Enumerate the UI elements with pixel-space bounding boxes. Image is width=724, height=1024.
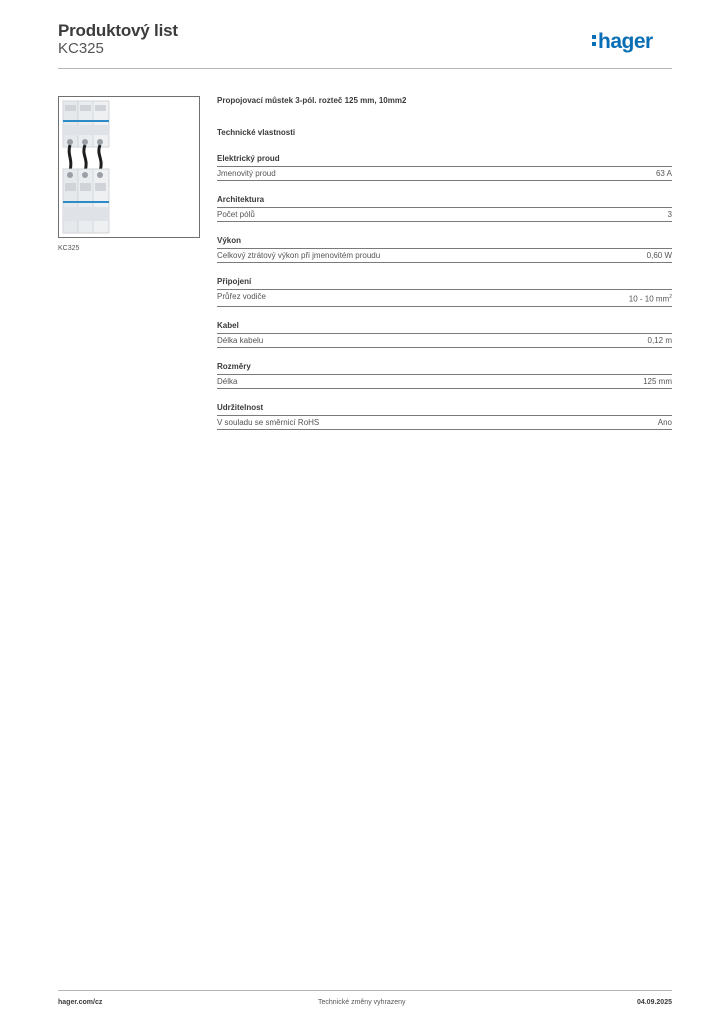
spec-row: Délka 125 mm xyxy=(217,375,672,389)
spec-label: Jmenovitý proud xyxy=(217,169,276,178)
spec-value: 63 A xyxy=(655,169,672,178)
footer-divider xyxy=(58,990,672,991)
spec-group: Kabel Délka kabelu 0,12 m xyxy=(217,321,672,348)
spec-label: Délka kabelu xyxy=(217,335,264,345)
product-code: KC325 xyxy=(58,40,104,57)
product-image xyxy=(58,96,200,238)
footer-notice: Technické změny vyhrazeny xyxy=(318,999,406,1006)
hager-logo: hager xyxy=(592,30,654,53)
spec-value: Ano xyxy=(657,417,672,427)
spec-group: Výkon Celkový ztrátový výkon při jmenovi… xyxy=(217,236,672,263)
spec-group: Architektura Počet pólů 3 xyxy=(217,195,672,222)
page-title: Produktový list xyxy=(58,21,178,40)
specifications: Propojovací můstek 3-pól. rozteč 125 mm,… xyxy=(217,96,672,430)
spec-group-title: Připojení xyxy=(217,277,672,290)
spec-value: 10 - 10 mm2 xyxy=(629,292,672,305)
image-caption: KC325 xyxy=(58,245,80,252)
spec-row: Počet pólů 3 xyxy=(217,208,672,222)
spec-group: Udržitelnost V souladu se směrnicí RoHS … xyxy=(217,403,672,430)
spec-value-text: 10 - 10 mm xyxy=(628,294,670,304)
circuit-breaker-busbar-photo xyxy=(62,100,110,234)
spec-group-title: Architektura xyxy=(217,195,672,208)
spec-label: Průřez vodiče xyxy=(217,292,266,301)
section-heading: Technické vlastnosti xyxy=(217,128,296,137)
product-description: Propojovací můstek 3-pól. rozteč 125 mm,… xyxy=(217,96,407,105)
spec-group-title: Kabel xyxy=(217,321,672,334)
spec-value: 0,60 W xyxy=(646,251,672,260)
logo-text: hager xyxy=(598,30,653,53)
header-divider xyxy=(58,68,672,69)
spec-group: Elektrický proud Jmenovitý proud 63 A xyxy=(217,154,672,181)
spec-group-title: Udržitelnost xyxy=(217,403,672,416)
spec-row: Celkový ztrátový výkon při jmenovitém pr… xyxy=(217,249,672,263)
spec-label: Počet pólů xyxy=(217,210,255,219)
spec-group-title: Výkon xyxy=(217,236,672,249)
spec-row: Průřez vodiče 10 - 10 mm2 xyxy=(217,290,672,307)
spec-value: 3 xyxy=(667,210,672,219)
spec-group-title: Elektrický proud xyxy=(217,154,672,167)
footer-date: 04.09.2025 xyxy=(636,999,672,1006)
spec-value: 125 mm xyxy=(643,376,672,386)
spec-row: V souladu se směrnicí RoHS Ano xyxy=(217,416,672,430)
spec-group: Rozměry Délka 125 mm xyxy=(217,362,672,389)
spec-label: Délka xyxy=(217,376,238,386)
spec-value: 0,12 m xyxy=(647,335,672,345)
footer-website-link[interactable]: hager.com/cz xyxy=(58,999,103,1006)
spec-value-superscript: 2 xyxy=(669,294,672,300)
spec-label: V souladu se směrnicí RoHS xyxy=(217,417,320,427)
spec-row: Jmenovitý proud 63 A xyxy=(217,167,672,181)
spec-label: Celkový ztrátový výkon při jmenovitém pr… xyxy=(217,251,381,260)
spec-group-title: Rozměry xyxy=(217,362,672,375)
spec-row: Délka kabelu 0,12 m xyxy=(217,334,672,348)
spec-group: Připojení Průřez vodiče 10 - 10 mm2 xyxy=(217,277,672,307)
